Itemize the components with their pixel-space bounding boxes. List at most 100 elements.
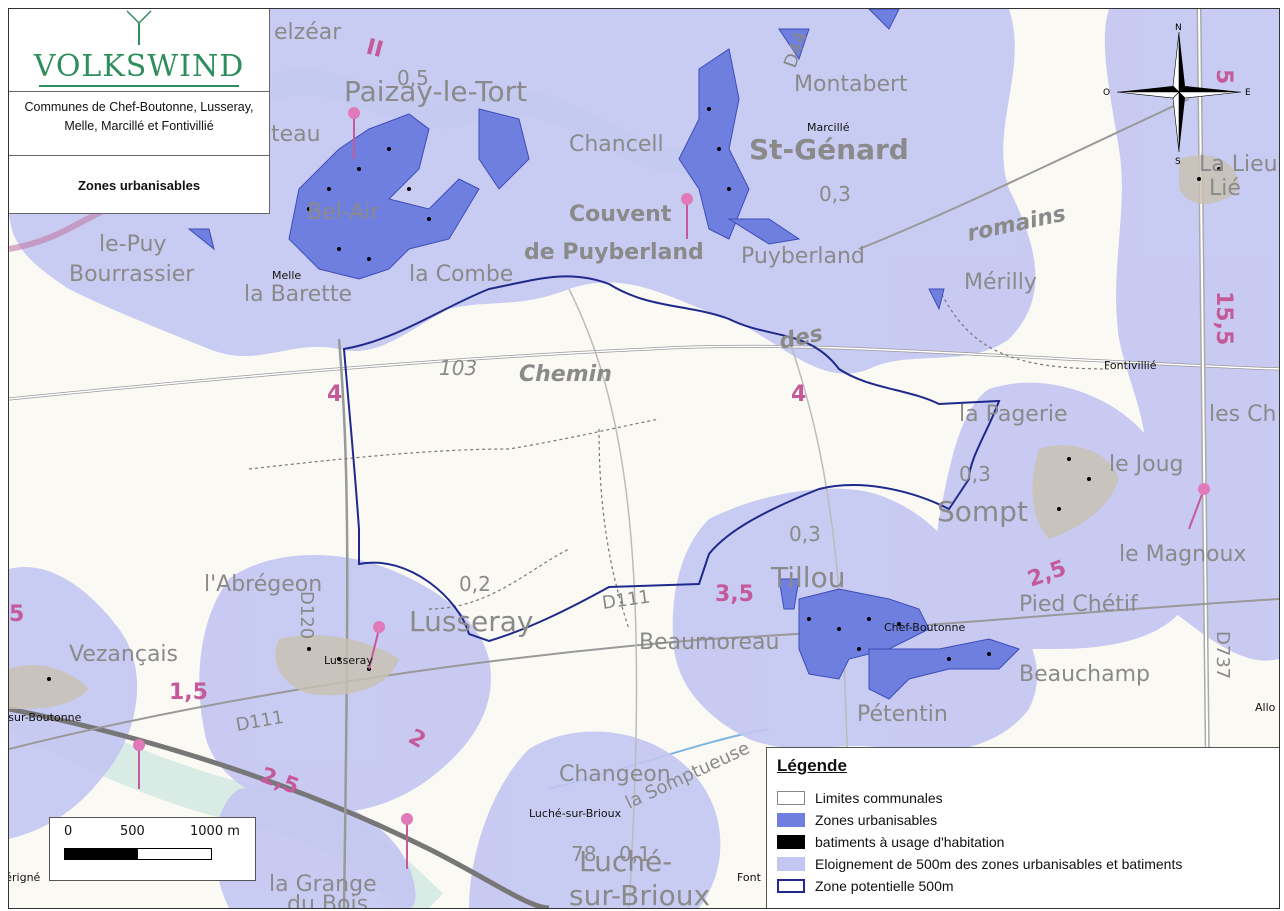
legend-label: Eloignement de 500m des zones urbanisabl… bbox=[815, 856, 1183, 872]
map-canvas: Paizay-le-Tort Chancell St-Génard Montab… bbox=[9, 9, 1279, 908]
place-label: de Puyberland bbox=[524, 240, 704, 265]
buildings bbox=[47, 107, 1221, 681]
commune-label: Luché-sur-Brioux bbox=[529, 807, 622, 820]
road-number: 103 bbox=[439, 356, 477, 380]
logo-underline bbox=[39, 85, 239, 87]
place-label: Puyberland bbox=[741, 244, 865, 269]
legend-label: batiments à usage d'habitation bbox=[815, 834, 1005, 850]
title-block: VOLKSWIND Communes de Chef-Boutonne, Lus… bbox=[9, 9, 270, 214]
compass-rose: N S E O bbox=[1103, 23, 1251, 167]
place-label: Bel-Air bbox=[307, 200, 380, 225]
commune-label: Lusseray bbox=[324, 654, 373, 667]
road-code: D737 bbox=[1212, 631, 1233, 679]
road-number: II bbox=[363, 35, 385, 63]
legend-label: Limites communales bbox=[815, 790, 943, 806]
scale-label-500: 500 bbox=[120, 824, 145, 839]
place-label: Luché- bbox=[579, 845, 672, 878]
commune-label: Melle bbox=[272, 269, 301, 282]
commune-label: Allo bbox=[1255, 701, 1276, 714]
place-label: Pied Chétif bbox=[1019, 592, 1139, 617]
road-number: 4 bbox=[327, 382, 342, 407]
place-label: sur-Brioux bbox=[569, 879, 710, 908]
place-label: Montabert bbox=[794, 72, 908, 97]
village-areas bbox=[9, 155, 1239, 709]
place-label: Changeon bbox=[559, 762, 671, 787]
road-number: 1,5 bbox=[169, 680, 208, 705]
place-label: elzéar bbox=[274, 20, 342, 45]
legend-item: batiments à usage d'habitation bbox=[777, 832, 1004, 852]
scale-label-0: 0 bbox=[64, 824, 73, 839]
place-label: Bourrassier bbox=[69, 262, 195, 287]
commune-label: Périgné bbox=[9, 871, 41, 884]
legend-item: Eloignement de 500m des zones urbanisabl… bbox=[777, 854, 1182, 874]
legend-swatch-buffer bbox=[777, 857, 805, 871]
commune-label: Chef-Boutonne bbox=[884, 621, 966, 634]
scale-label-1000: 1000 m bbox=[190, 824, 240, 839]
legend-swatch-zones bbox=[777, 813, 805, 827]
legend-swatch-potential bbox=[777, 879, 805, 893]
road-number: 0,5 bbox=[397, 66, 429, 90]
legend: Légende Limites communales Zones urbanis… bbox=[766, 747, 1279, 908]
potential-zone-outline bbox=[342, 275, 1001, 643]
scale-segment-white bbox=[138, 849, 211, 859]
map-frame: Paizay-le-Tort Chancell St-Génard Montab… bbox=[8, 8, 1280, 909]
scale-bar: 0 500 1000 m bbox=[49, 817, 256, 881]
place-label: la Pagerie bbox=[959, 402, 1068, 427]
commune-label: Fontivillié bbox=[1104, 359, 1157, 372]
road-number: 5 bbox=[1211, 69, 1236, 84]
road-number: 15,5 bbox=[1211, 291, 1236, 345]
road-number: 0,1 bbox=[619, 842, 651, 866]
wind-turbine-icon bbox=[126, 10, 152, 45]
place-label: le Magnoux bbox=[1119, 542, 1246, 567]
compass-n: N bbox=[1175, 23, 1182, 33]
road-number: 78 bbox=[571, 842, 596, 866]
commune-label: Brioux-sur-Boutonne bbox=[9, 711, 82, 724]
compass-e: E bbox=[1245, 88, 1251, 98]
road-number: 0,3 bbox=[789, 522, 821, 546]
commune-label: Marcillé bbox=[807, 121, 850, 134]
road-number: 3,5 bbox=[715, 582, 754, 607]
place-label: Sompt bbox=[937, 495, 1028, 528]
road-number: 0,3 bbox=[959, 462, 991, 486]
place-label: le-Puy bbox=[99, 232, 166, 257]
place-label: la Barette bbox=[244, 282, 352, 307]
scale-bar-graphic bbox=[64, 848, 212, 860]
road-number: 0,3 bbox=[819, 182, 851, 206]
commune-limits bbox=[248, 288, 1110, 630]
legend-label: Zones urbanisables bbox=[815, 812, 938, 828]
place-label: Beaumoreau bbox=[639, 630, 779, 655]
place-label: les Ch bbox=[1209, 402, 1276, 427]
legend-item: Zones urbanisables bbox=[777, 810, 937, 830]
place-label: la Combe bbox=[409, 262, 513, 287]
compass-o: O bbox=[1103, 88, 1110, 98]
place-label: du Bois bbox=[287, 892, 368, 908]
urbanizable-zones bbox=[187, 9, 1020, 700]
road-number: 0,2 bbox=[459, 572, 491, 596]
communes-text: Communes de Chef-Boutonne, Lusseray, Mel… bbox=[9, 92, 269, 156]
legend-title: Légende bbox=[777, 756, 847, 775]
place-label: Mérilly bbox=[964, 270, 1037, 295]
legend-item: Limites communales bbox=[777, 788, 943, 808]
place-label: Tillou bbox=[770, 561, 845, 594]
place-label: Beauchamp bbox=[1019, 662, 1150, 687]
buffer-west bbox=[9, 567, 138, 839]
legend-label: Zone potentielle 500m bbox=[815, 878, 954, 894]
commune-label: Font bbox=[737, 871, 762, 884]
legend-swatch-buildings bbox=[777, 835, 805, 849]
place-label: la Grange bbox=[269, 872, 377, 897]
road-code: D120 bbox=[296, 591, 317, 639]
logo-text: VOLKSWIND bbox=[33, 49, 245, 84]
place-label: Pétentin bbox=[857, 702, 948, 727]
legend-swatch-limits bbox=[777, 791, 805, 805]
place-label: Vezançais bbox=[69, 642, 178, 667]
place-label: Paizay-le-Tort bbox=[344, 75, 527, 108]
place-label: Couvent bbox=[569, 202, 672, 227]
place-label: Chancell bbox=[569, 132, 664, 157]
place-label: Lié bbox=[1209, 176, 1241, 201]
place-label: teau bbox=[271, 122, 321, 147]
place-label: St-Génard bbox=[749, 133, 909, 166]
compass-s: S bbox=[1175, 157, 1181, 167]
map-title: Zones urbanisables bbox=[77, 178, 201, 193]
place-label: La Lieu bbox=[1199, 152, 1278, 177]
markers bbox=[133, 107, 1210, 869]
